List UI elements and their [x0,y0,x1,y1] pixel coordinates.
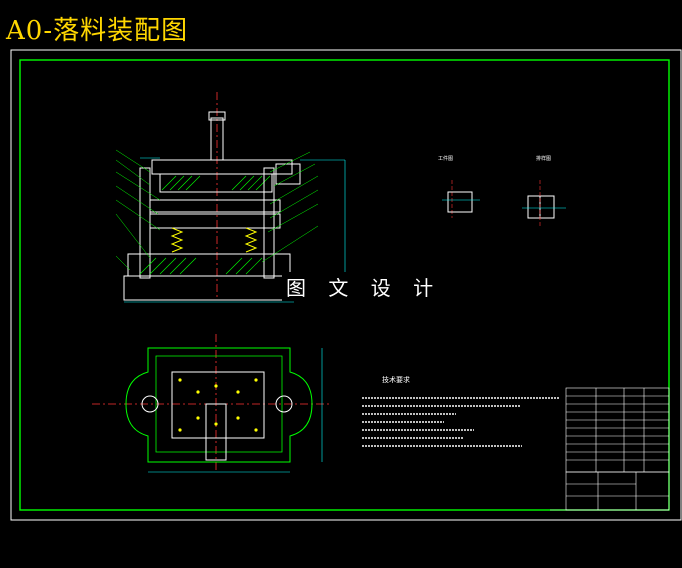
svg-text:工件图: 工件图 [438,155,453,162]
drawing-title: A0-落料装配图 [6,16,189,46]
part-sketch: 工件图 [438,155,480,218]
top-view [92,334,332,473]
watermark: 图 文 设 计 [282,272,446,301]
tech-requirements: 技术要求 [362,375,560,447]
svg-text:技术要求: 技术要求 [382,375,410,384]
layout-sketch: 排样图 [522,155,566,226]
title-block [565,387,670,511]
inner-frame [19,59,670,511]
front-section-view [115,92,346,303]
svg-text:排样图: 排样图 [536,155,551,162]
outer-border [10,49,682,521]
